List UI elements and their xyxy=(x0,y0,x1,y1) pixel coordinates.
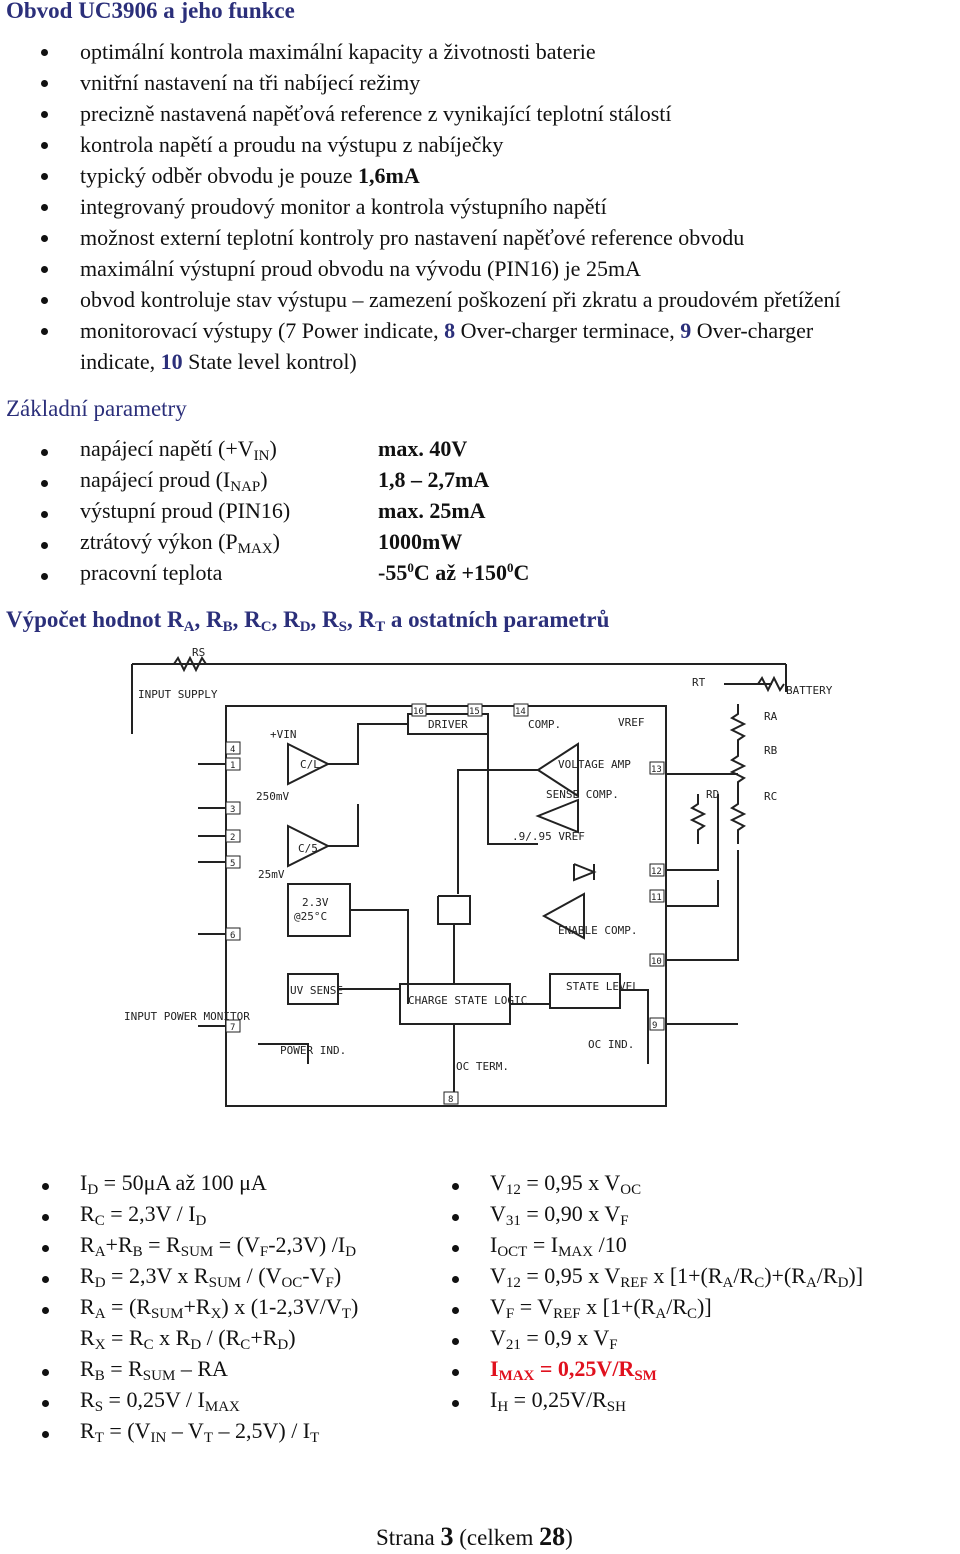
list-item: optimální kontrola maximální kapacity a … xyxy=(0,36,841,67)
formula-item: RD = 2,3V x RSUM / (VOC-VF) xyxy=(42,1263,358,1294)
list-item: monitorovací výstupy (7 Power indicate, … xyxy=(0,315,841,346)
label-c5: C/5 xyxy=(298,842,318,855)
label-driver: DRIVER xyxy=(428,718,468,731)
formula-item: RC = 2,3V / ID xyxy=(42,1201,358,1232)
feature-list: optimální kontrola maximální kapacity a … xyxy=(0,36,841,377)
label-sense-comp: SENSE COMP. xyxy=(546,788,619,801)
label-2-3v: 2.3V xyxy=(302,896,329,909)
label-vin: +VIN xyxy=(270,728,297,741)
label-rc: RC xyxy=(764,790,777,803)
formula-item: RA+RB = RSUM = (VF-2,3V) /ID xyxy=(42,1232,358,1263)
pin-12: 12 xyxy=(651,867,662,877)
pin-2: 2 xyxy=(230,833,235,843)
list-item: precizně nastavená napěťová reference z … xyxy=(0,98,841,129)
label-rd: RD xyxy=(706,788,719,801)
pin-10: 10 xyxy=(651,957,662,967)
formula-item: RX = RC x RD / (RC+RD) xyxy=(80,1325,296,1353)
formula-item-highlight: IMAX = 0,25V/RSM xyxy=(452,1356,863,1387)
formula-item: V31 = 0,90 x VF xyxy=(452,1201,863,1232)
block-schematic: 16 15 14 13 1 3 2 5 6 7 12 11 10 9 8 4 R… xyxy=(124,646,833,1107)
label-cl: C/L xyxy=(300,758,320,771)
pin-6: 6 xyxy=(230,931,235,941)
label-battery: BATTERY xyxy=(786,684,833,697)
formula-item: V12 = 0,95 x VREF x [1+(RA/RC)+(RA/RD)] xyxy=(452,1263,863,1294)
formula-item: RT = (VIN – VT – 2,5V) / IT xyxy=(42,1418,358,1449)
label-enable-comp: ENABLE COMP. xyxy=(558,924,637,937)
page-total: 28 xyxy=(539,1522,566,1551)
list-item: typický odběr obvodu je pouze 1,6mA xyxy=(0,160,841,191)
label-power-ind: POWER IND. xyxy=(280,1044,346,1057)
pin-9: 9 xyxy=(652,1021,657,1031)
formula-list-right: V12 = 0,95 x VOC V31 = 0,90 x VF IOCT = … xyxy=(452,1170,863,1418)
label-oc-ind: OC IND. xyxy=(588,1038,634,1051)
pin-15: 15 xyxy=(469,707,480,717)
label-voltage-amp: VOLTAGE AMP xyxy=(558,758,631,771)
page-number: 3 xyxy=(440,1522,454,1551)
pin-1: 1 xyxy=(230,761,235,771)
pin-5: 5 xyxy=(230,859,235,869)
formula-item: VF = VREF x [1+(RA/RC)] xyxy=(452,1294,863,1325)
list-item: integrovaný proudový monitor a kontrola … xyxy=(0,191,841,222)
label-input-supply: INPUT SUPPLY xyxy=(138,688,218,701)
formula-item: V12 = 0,95 x VOC xyxy=(452,1170,863,1201)
formula-item: V21 = 0,9 x VF xyxy=(452,1325,863,1356)
label-comp: COMP. xyxy=(528,718,561,731)
current-value: 1,6mA xyxy=(358,163,420,188)
pin-11: 11 xyxy=(651,893,662,903)
label-oc-term: OC TERM. xyxy=(456,1060,509,1073)
list-item: kontrola napětí a proudu na výstupu z na… xyxy=(0,129,841,160)
list-item: maximální výstupní proud obvodu na vývod… xyxy=(0,253,841,284)
formula-item: RS = 0,25V / IMAX xyxy=(42,1387,358,1418)
page-title: Obvod UC3906 a jeho funkce xyxy=(6,0,295,23)
label-vref: VREF xyxy=(618,716,645,729)
label-vref-ratio: .9/.95 VREF xyxy=(512,830,585,843)
formula-item: ID = 50μA až 100 μA xyxy=(42,1170,358,1201)
pin-16: 16 xyxy=(413,707,424,717)
pin-7: 7 xyxy=(230,1023,235,1033)
list-item: indicate, 10 State level kontrol) xyxy=(80,349,357,374)
label-input-power-monitor: INPUT POWER MONITOR xyxy=(124,1010,250,1023)
label-charge-state-logic: CHARGE STATE LOGIC xyxy=(408,994,527,1007)
list-item: možnost externí teplotní kontroly pro na… xyxy=(0,222,841,253)
pin-8: 8 xyxy=(448,1095,453,1105)
label-250mv: 250mV xyxy=(256,790,289,803)
list-item: obvod kontroluje stav výstupu – zamezení… xyxy=(0,284,841,315)
label-rb: RB xyxy=(764,744,778,757)
formula-item: IOCT = IMAX /10 xyxy=(452,1232,863,1263)
formula-item: RA = (RSUM+RX) x (1-2,3V/VT) xyxy=(42,1294,358,1325)
pin-14: 14 xyxy=(515,707,526,717)
page-footer: Strana 3 (celkem 28) xyxy=(376,1522,573,1551)
section-heading-calc: Výpočet hodnot RA, RB, RC, RD, RS, RT a … xyxy=(6,607,610,635)
list-item: vnitřní nastavení na tři nabíjecí režimy xyxy=(0,67,841,98)
label-rt: RT xyxy=(692,676,706,689)
label-uv-sense: UV SENSE xyxy=(290,984,343,997)
section-heading-params: Základní parametry xyxy=(6,396,187,421)
pin-13: 13 xyxy=(651,765,662,775)
label-25c: @25°C xyxy=(294,910,327,923)
label-ra: RA xyxy=(764,710,778,723)
formula-item: RB = RSUM – RA xyxy=(42,1356,358,1387)
formula-item: IH = 0,25V/RSH xyxy=(452,1387,863,1418)
label-rs: RS xyxy=(192,646,205,659)
pin-3: 3 xyxy=(230,805,235,815)
pin-4: 4 xyxy=(230,745,235,755)
label-25mv: 25mV xyxy=(258,868,285,881)
label-state-level: STATE LEVEL xyxy=(566,980,639,993)
formula-list-left: ID = 50μA až 100 μA RC = 2,3V / ID RA+RB… xyxy=(42,1170,358,1449)
